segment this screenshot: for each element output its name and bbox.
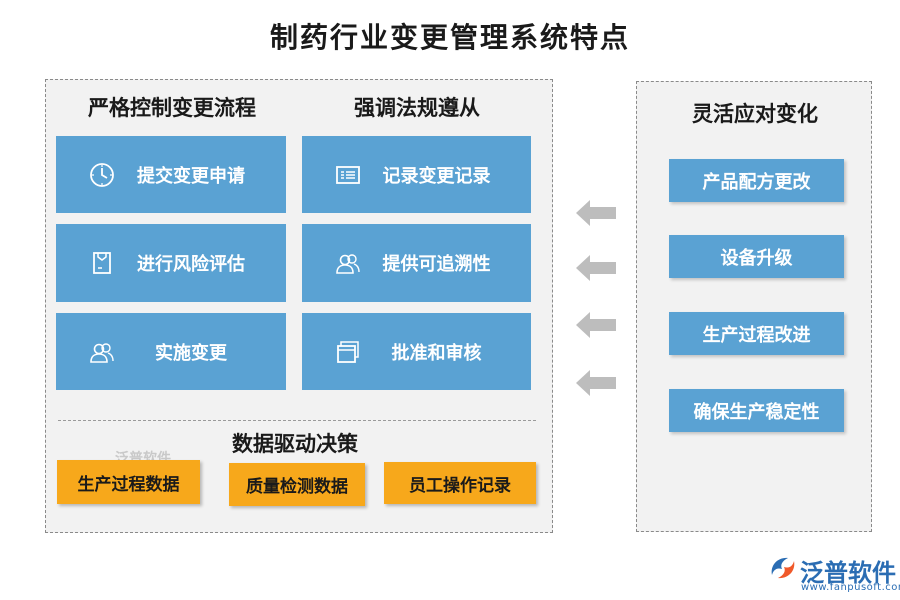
page-title: 制药行业变更管理系统特点: [269, 21, 630, 54]
box-formula-change: 产品配方更改: [669, 159, 844, 202]
box-implement-change: 实施变更: [56, 313, 286, 390]
heading-flexible: 灵活应对变化: [692, 102, 818, 126]
box-process-improvement: 生产过程改进: [669, 312, 844, 355]
arrow-left-icon: [576, 312, 616, 338]
box-label: 实施变更: [155, 342, 227, 364]
box-production-data: 生产过程数据: [57, 460, 200, 504]
heading-data-driven: 数据驱动决策: [232, 432, 358, 456]
box-risk-assessment: 进行风险评估: [56, 224, 286, 302]
form-icon: [336, 165, 360, 184]
logo-name: 泛普软件: [800, 559, 896, 587]
people-icon: [90, 342, 114, 363]
clock-icon: [90, 162, 114, 187]
people-icon: [336, 254, 360, 274]
box-traceability: 提供可追溯性: [302, 224, 531, 302]
windows-icon: [337, 340, 359, 363]
logo-url: www.fanpusoft.com: [801, 582, 900, 593]
arrow-left-icon: [576, 200, 616, 226]
box-record-change: 记录变更记录: [302, 136, 531, 213]
document-icon: [93, 252, 111, 274]
box-label: 批准和审核: [391, 342, 482, 364]
heading-strict-control: 严格控制变更流程: [88, 96, 256, 120]
box-label: 进行风险评估: [137, 254, 245, 275]
divider: [58, 420, 536, 421]
logo-icon: [771, 557, 795, 579]
box-equipment-upgrade: 设备升级: [669, 235, 844, 278]
box-label: 提交变更申请: [137, 165, 245, 187]
box-quality-data: 质量检测数据: [229, 463, 365, 506]
box-approve-review: 批准和审核: [302, 313, 531, 390]
box-label: 提供可追溯性: [382, 254, 491, 275]
box-submit-change: 提交变更申请: [56, 136, 286, 213]
heading-compliance: 强调法规遵从: [354, 96, 480, 120]
box-label: 记录变更记录: [382, 165, 491, 187]
right-panel: [636, 81, 872, 532]
arrow-left-icon: [576, 370, 616, 396]
box-operation-records: 员工操作记录: [384, 462, 536, 504]
box-stability: 确保生产稳定性: [669, 389, 844, 432]
arrow-left-icon: [576, 255, 616, 281]
